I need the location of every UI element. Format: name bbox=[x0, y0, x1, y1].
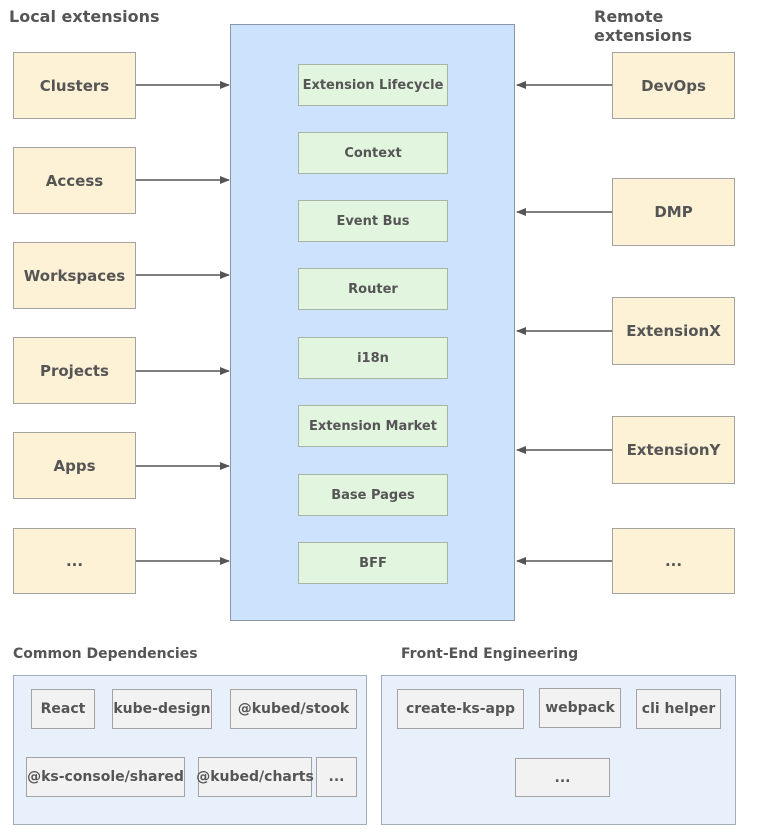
fe-more: ... bbox=[515, 758, 610, 797]
fe-webpack: webpack bbox=[539, 688, 621, 728]
local-extension-access: Access bbox=[13, 147, 136, 214]
remote-extension-extensiony: ExtensionY bbox=[612, 416, 735, 484]
module-bff: BFF bbox=[298, 542, 448, 584]
local-extension-clusters: Clusters bbox=[13, 52, 136, 119]
remote-extension-dmp: DMP bbox=[612, 178, 735, 246]
module-base-pages: Base Pages bbox=[298, 474, 448, 516]
dep-kubed-stook: @kubed/stook bbox=[230, 689, 357, 729]
local-extension-apps: Apps bbox=[13, 432, 136, 499]
module-i18n: i18n bbox=[298, 337, 448, 379]
remote-extensions-heading: Remote extensions bbox=[594, 7, 692, 45]
remote-extension-more: ... bbox=[612, 528, 735, 594]
common-dependencies-heading: Common Dependencies bbox=[13, 646, 198, 662]
module-extension-market: Extension Market bbox=[298, 405, 448, 447]
module-router: Router bbox=[298, 268, 448, 310]
local-extension-more: ... bbox=[13, 528, 136, 594]
remote-extension-devops: DevOps bbox=[612, 52, 735, 119]
dep-react: React bbox=[31, 689, 95, 729]
module-event-bus: Event Bus bbox=[298, 200, 448, 242]
dep-kubed-charts: @kubed/charts bbox=[196, 757, 314, 797]
front-end-engineering-heading: Front-End Engineering bbox=[401, 646, 579, 662]
fe-cli-helper: cli helper bbox=[636, 689, 721, 729]
local-extension-projects: Projects bbox=[13, 337, 136, 404]
module-extension-lifecycle: Extension Lifecycle bbox=[298, 64, 448, 106]
dep-common-more: ... bbox=[316, 757, 357, 797]
remote-extension-extensionx: ExtensionX bbox=[612, 297, 735, 365]
local-extensions-heading: Local extensions bbox=[9, 7, 160, 26]
module-context: Context bbox=[298, 132, 448, 174]
core-framework-container bbox=[230, 24, 515, 621]
local-extension-workspaces: Workspaces bbox=[13, 242, 136, 309]
fe-create-ks-app: create-ks-app bbox=[397, 689, 524, 729]
dep-kube-design: kube-design bbox=[112, 689, 212, 729]
dep-ks-console-shared: @ks-console/shared bbox=[26, 757, 185, 797]
